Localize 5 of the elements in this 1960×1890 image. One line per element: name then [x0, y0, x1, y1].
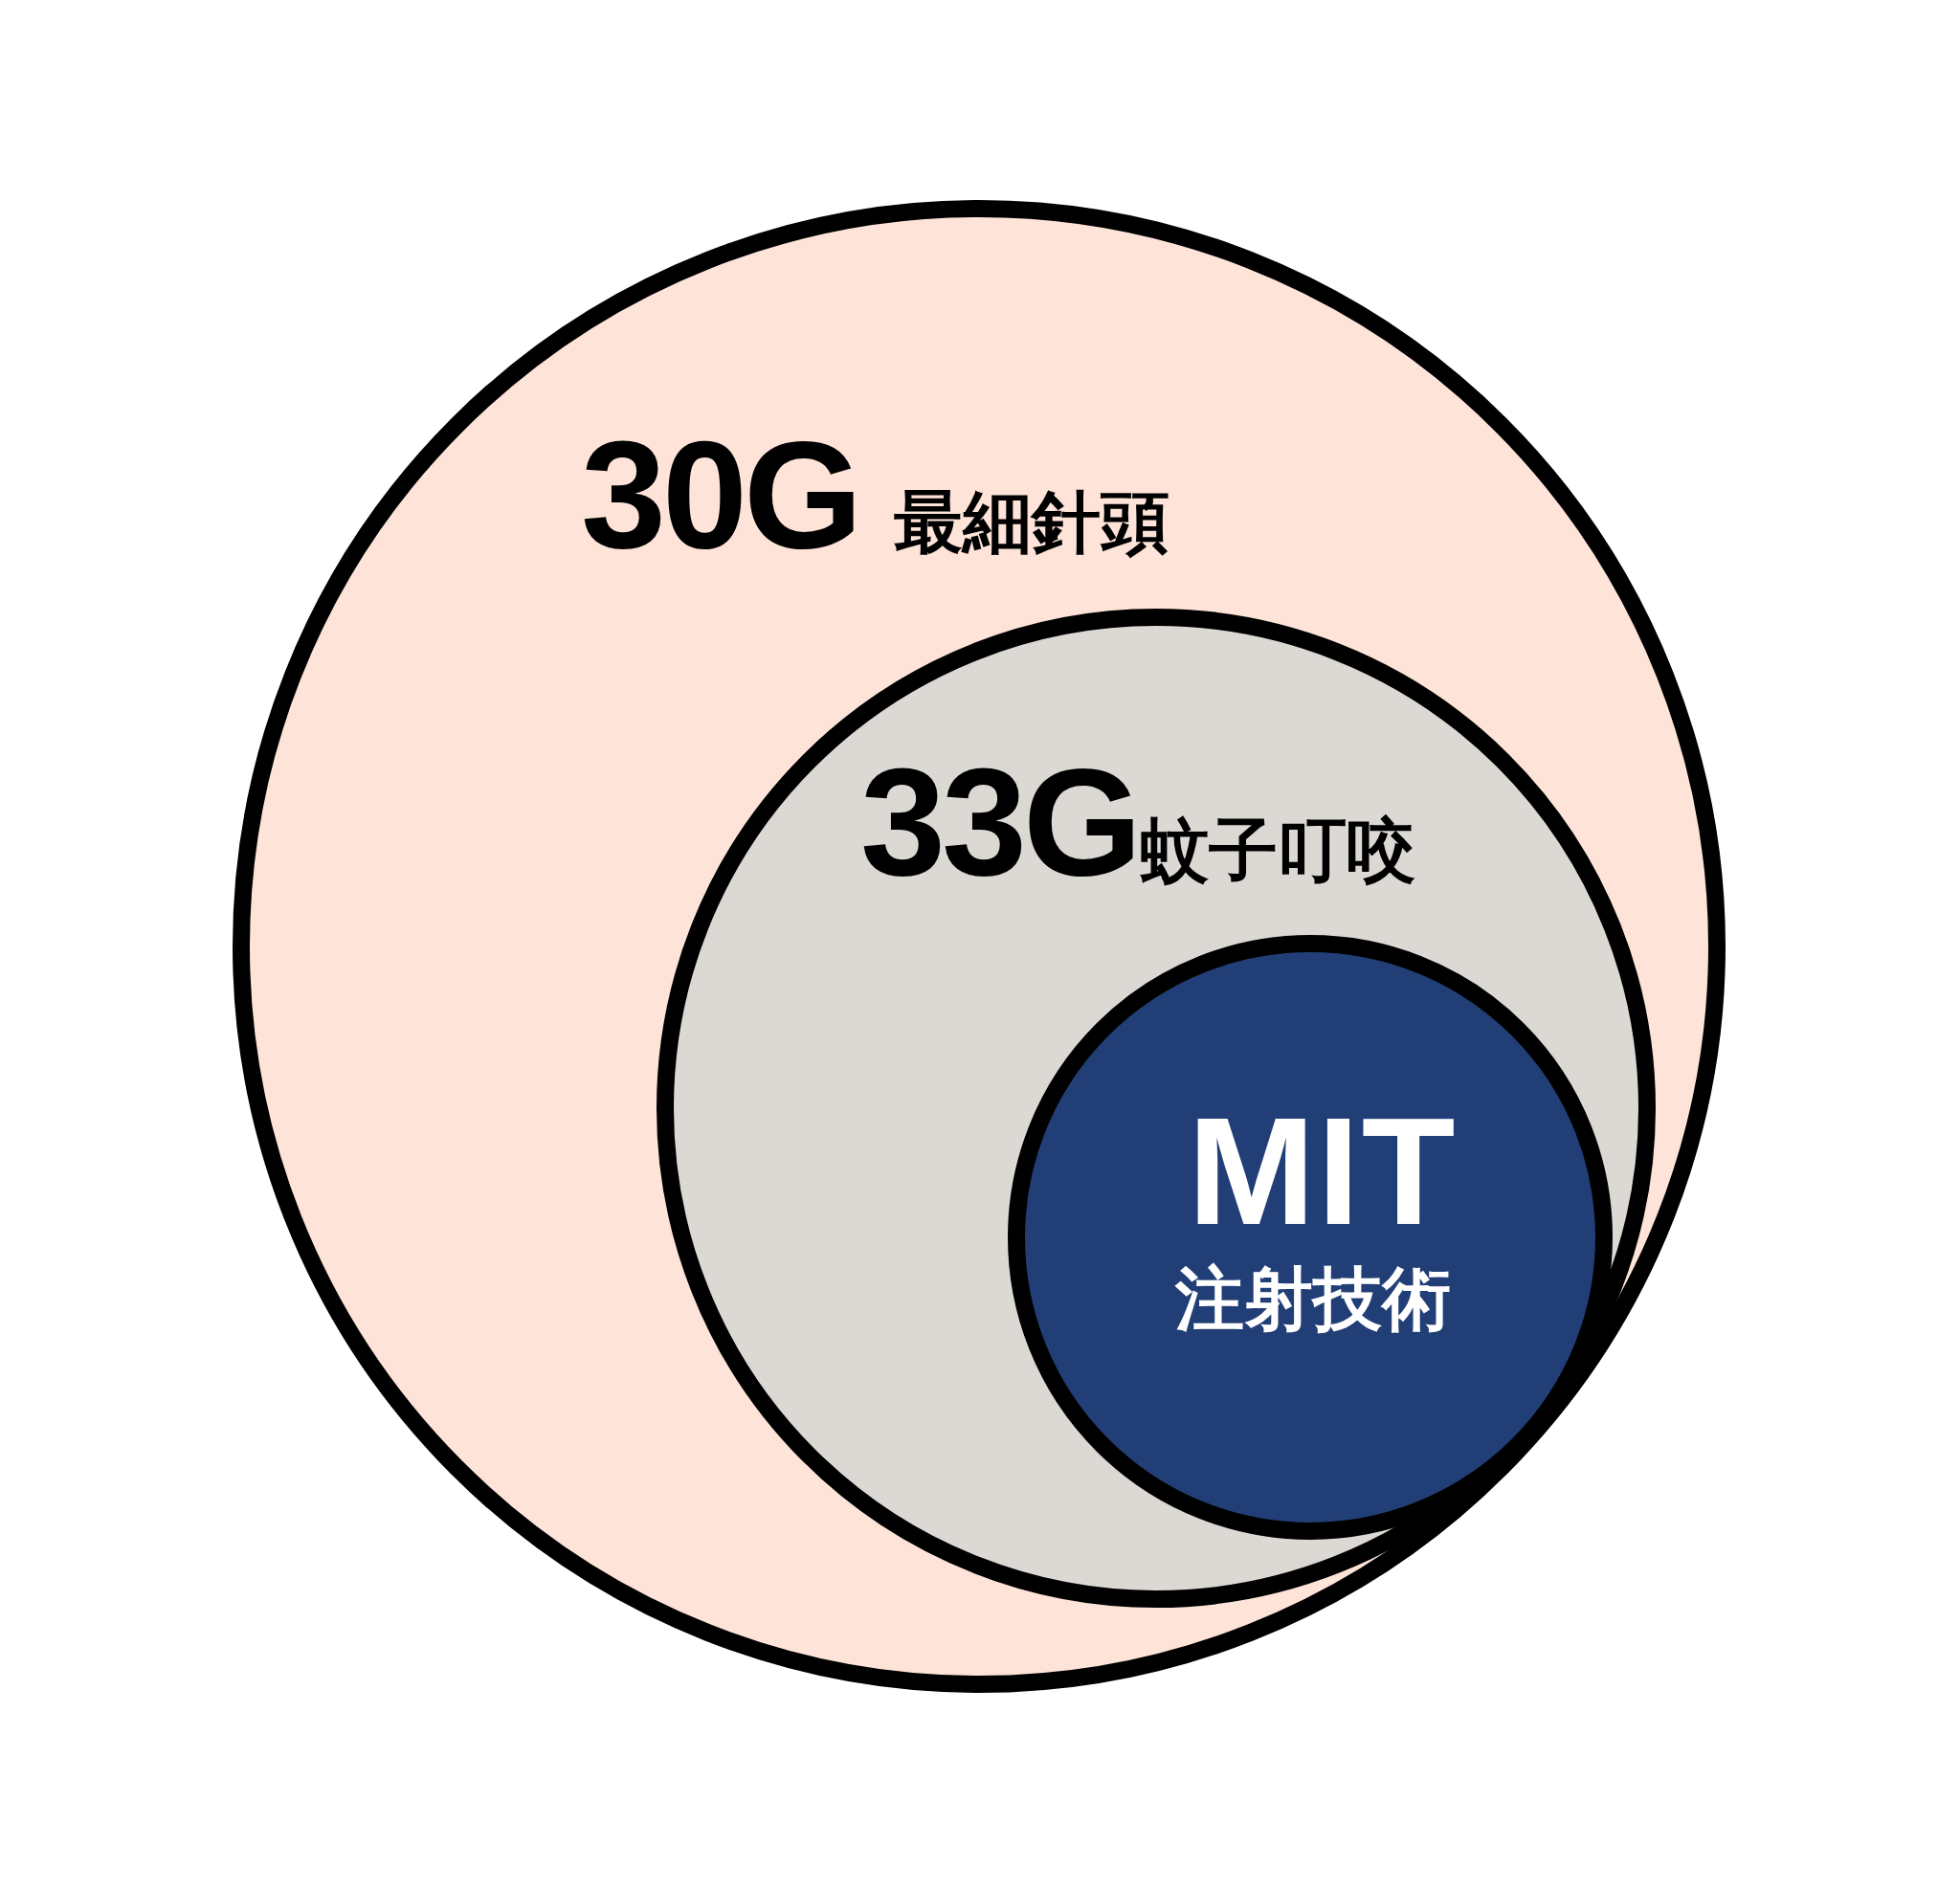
caption-text: 注射技術	[1175, 1264, 1451, 1333]
caption-text: 蚊子叮咬	[1140, 815, 1415, 884]
gauge-label: 33G	[860, 745, 1139, 899]
heading-text: MIT	[1188, 1095, 1458, 1248]
gauge-label: 30G	[581, 418, 859, 571]
